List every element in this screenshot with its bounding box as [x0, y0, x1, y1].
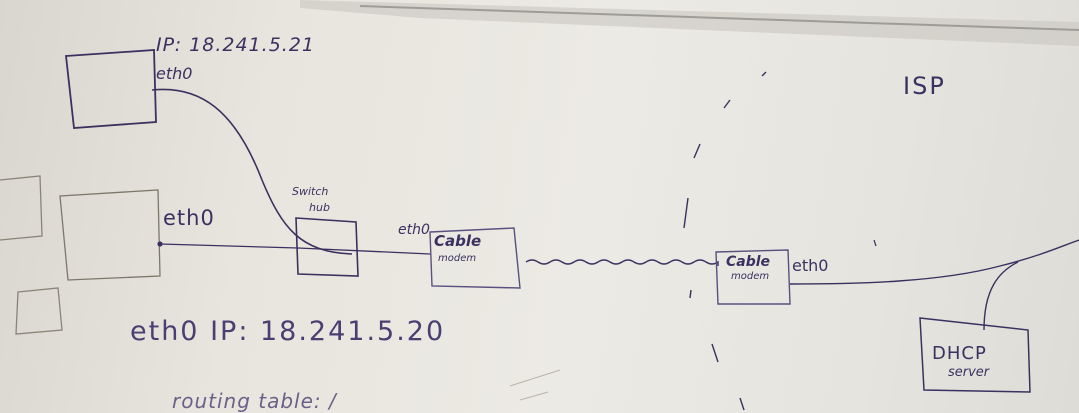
eth0-label-isp: eth0: [792, 256, 829, 275]
eth0-label-top: eth0: [156, 64, 193, 83]
isp-line: [789, 239, 1079, 285]
coax-wavy-line: [525, 259, 719, 266]
cable-modem-1-cable: Cable: [434, 232, 482, 250]
cable-top-to-switch: [151, 88, 353, 255]
cable-modem-1-box: [429, 227, 521, 289]
hub-label: hub: [309, 201, 330, 214]
dhcp-label: DHCP: [932, 343, 987, 364]
isp-arc-tick-5: [689, 289, 692, 299]
cable-modem-1-modem: modem: [438, 253, 477, 264]
isp-arc-tick-3: [693, 143, 701, 159]
isp-label: ISP: [903, 72, 946, 100]
whiteboard-tray-line: [359, 5, 1079, 31]
isp-arc-tick-2: [723, 99, 731, 109]
faint-box-left-1: [0, 175, 43, 241]
whiteboard-tray-edge: [300, 0, 1079, 46]
server-label: server: [948, 365, 990, 380]
cable-modem-2-box: [715, 249, 791, 305]
faint-box-left-2: [15, 287, 63, 335]
switch-label: Switch: [292, 185, 329, 198]
isp-arc-tick-8: [873, 239, 877, 247]
isp-arc-tick-6: [711, 343, 719, 363]
switch-hub-box: [295, 217, 359, 277]
ip-address-top: IP: 18.241.5.21: [156, 34, 315, 56]
dhcp-server-box: [919, 317, 1031, 393]
computer-box-top: [65, 49, 157, 129]
line-eth0-to-modem: [159, 243, 431, 255]
routing-table-label: routing table: /: [172, 389, 337, 413]
faint-box-computer: [59, 189, 161, 281]
isp-arc-tick-4: [683, 197, 689, 229]
cable-modem-2-modem: modem: [731, 271, 770, 282]
isp-arc-tick-7: [739, 397, 745, 411]
eth0-ip-bottom: eth0 IP: 18.241.5.20: [130, 316, 446, 347]
eth0-label-mid: eth0: [163, 206, 215, 230]
eraser-mark: [509, 369, 561, 401]
eth0-label-cable: eth0: [398, 222, 430, 238]
isp-arc-tick-1: [761, 71, 767, 77]
cable-modem-2-cable: Cable: [726, 254, 771, 270]
dhcp-branch: [983, 261, 1019, 331]
